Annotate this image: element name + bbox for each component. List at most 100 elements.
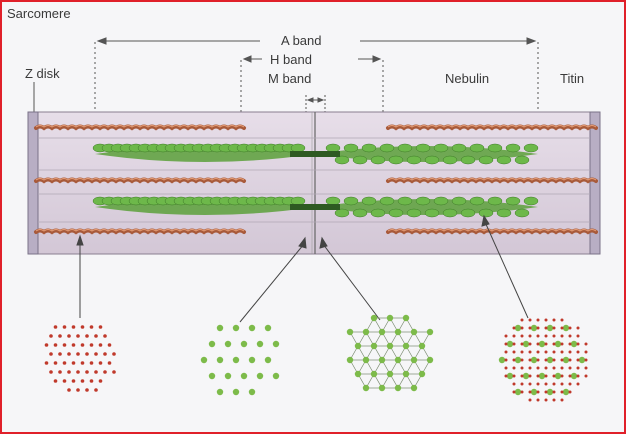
filament-dot xyxy=(232,388,240,396)
filament-dot xyxy=(498,356,506,364)
myosin-head xyxy=(523,143,539,153)
sarcomere-title: Sarcomere xyxy=(7,6,71,21)
filament-dot xyxy=(576,374,580,378)
filament-dot xyxy=(522,340,530,348)
filament-dot xyxy=(552,398,556,402)
myosin-head xyxy=(415,143,431,153)
filament-dot xyxy=(240,372,248,380)
filament-dot xyxy=(112,370,116,374)
filament-dot xyxy=(530,356,538,364)
myosin-head xyxy=(460,208,476,218)
myosin-head xyxy=(325,143,341,153)
filament-dot xyxy=(394,328,402,336)
myosin-head xyxy=(487,196,503,206)
filament-dot xyxy=(71,325,76,329)
thin-filament xyxy=(386,177,598,184)
filament-dot xyxy=(520,326,524,330)
filament-dot xyxy=(71,343,76,347)
filament-dot xyxy=(520,350,524,354)
filament-dot xyxy=(552,390,556,394)
filament-dot xyxy=(370,370,378,378)
myosin-head xyxy=(487,143,503,153)
filament-dot xyxy=(49,352,53,356)
filament-dot xyxy=(544,390,548,394)
filament-dot xyxy=(402,314,410,322)
filament-dot xyxy=(89,343,94,347)
filament-dot xyxy=(208,340,216,348)
filament-dot xyxy=(504,350,508,354)
filament-dot xyxy=(528,374,532,378)
filament-dot xyxy=(528,390,532,394)
nebulin-strand xyxy=(35,125,245,128)
filament-dot xyxy=(44,343,49,347)
filament-dot xyxy=(248,388,256,396)
filament-dot xyxy=(520,390,524,394)
filament-dot xyxy=(98,379,103,383)
filament-dot xyxy=(520,382,524,386)
filament-dot xyxy=(528,334,532,338)
filament-dot xyxy=(354,370,362,378)
filament-dot xyxy=(89,361,94,365)
filament-dot xyxy=(560,350,564,354)
filament-dot xyxy=(552,366,556,370)
filament-dot xyxy=(394,356,402,364)
filament-dot xyxy=(584,366,588,370)
nebulin-strand xyxy=(35,229,245,232)
filament-dot xyxy=(386,370,394,378)
filament-dot xyxy=(103,334,107,338)
filament-dot xyxy=(62,343,67,347)
filament-dot xyxy=(520,342,524,346)
filament-dot xyxy=(560,374,564,378)
filament-dot xyxy=(272,372,280,380)
filament-dot xyxy=(354,342,362,350)
filament-dot xyxy=(512,390,516,394)
filament-dot xyxy=(49,334,53,338)
filament-dot xyxy=(570,372,578,380)
nebulin-label: Nebulin xyxy=(445,71,490,86)
filament-dot xyxy=(362,384,370,392)
filament-dot xyxy=(568,390,572,394)
filament-dot xyxy=(224,340,232,348)
filament-dot xyxy=(560,342,564,346)
myosin-head xyxy=(370,155,386,165)
filament-dot xyxy=(85,370,89,374)
filament-dot xyxy=(584,350,588,354)
myosin-head xyxy=(496,208,512,218)
titin-label: Titin xyxy=(560,71,585,86)
filament-dot xyxy=(346,356,354,364)
filament-dot xyxy=(546,388,554,396)
filament-dot xyxy=(568,382,572,386)
filament-dot xyxy=(538,340,546,348)
nebulin-strand xyxy=(387,178,597,181)
filament-dot xyxy=(410,384,418,392)
filament-dot xyxy=(576,358,580,362)
filament-dot xyxy=(107,361,112,365)
filament-dot xyxy=(560,366,564,370)
filament-dot xyxy=(512,326,516,330)
myosin-head xyxy=(397,196,413,206)
filament-dot xyxy=(544,318,548,322)
filament-dot xyxy=(568,350,572,354)
nebulin-strand xyxy=(35,178,245,181)
filament-dot xyxy=(67,352,71,356)
filament-dot xyxy=(560,318,564,322)
thin-filament xyxy=(34,124,246,131)
filament-dot xyxy=(536,398,540,402)
myosin-head xyxy=(424,208,440,218)
thin-filament xyxy=(386,228,598,235)
myosin-head xyxy=(343,143,359,153)
filament-dot xyxy=(520,366,524,370)
filament-dot xyxy=(94,388,98,392)
filament-dot xyxy=(80,379,85,383)
filament-dot xyxy=(528,398,532,402)
myosin-head xyxy=(496,155,512,165)
filament-dot xyxy=(560,326,564,330)
filament-dot xyxy=(544,358,548,362)
filament-dot xyxy=(504,358,508,362)
filament-dot xyxy=(512,382,516,386)
myosin-head xyxy=(478,208,494,218)
filament-dot xyxy=(536,334,540,338)
filament-dot xyxy=(528,342,532,346)
filament-dot xyxy=(560,398,564,402)
filament-dot xyxy=(62,361,67,365)
